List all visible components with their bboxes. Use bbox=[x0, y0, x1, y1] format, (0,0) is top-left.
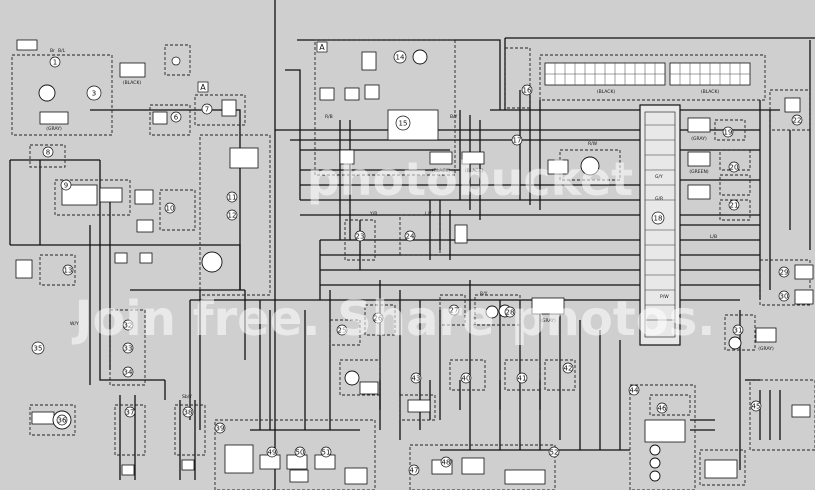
callout-9: 9 bbox=[64, 182, 68, 190]
callout-38: 38 bbox=[184, 409, 193, 417]
callout-49: 49 bbox=[268, 449, 277, 457]
callout-7: 7 bbox=[205, 106, 209, 114]
component-outlines bbox=[11, 39, 815, 490]
wire-label-ry: R/Y bbox=[480, 291, 488, 297]
callout-15: 15 bbox=[399, 120, 408, 128]
label-green-1: (GREEN) bbox=[689, 169, 708, 175]
callout-14: 14 bbox=[396, 54, 405, 62]
callout-23: 23 bbox=[356, 233, 365, 241]
callout-30: 30 bbox=[780, 293, 789, 301]
callout-29: 29 bbox=[780, 269, 789, 277]
label-black-5: (BLACK) bbox=[465, 168, 484, 174]
wire-label-br: Br bbox=[50, 48, 55, 54]
connectors bbox=[15, 39, 814, 485]
wire-label-ly: L/Y bbox=[425, 211, 432, 217]
callout-48: 48 bbox=[442, 459, 451, 467]
label-black-2: (BLACK) bbox=[597, 89, 616, 95]
wire-label-pw: P/W bbox=[660, 294, 669, 300]
callout-25: 25 bbox=[338, 327, 347, 335]
ecu-connector-blocks bbox=[544, 62, 751, 86]
callout-1: 1 bbox=[53, 59, 57, 67]
wire-color-labels: Br B/L R/B B/Y G/Y Y/R L/Y R/W L/B G/R W… bbox=[50, 48, 717, 400]
callout-13: 13 bbox=[64, 267, 73, 275]
callout-37: 37 bbox=[126, 409, 135, 417]
callout-16: 16 bbox=[523, 87, 532, 95]
callout-45: 45 bbox=[752, 403, 761, 411]
callout-43: 43 bbox=[412, 375, 421, 383]
callout-50: 50 bbox=[296, 449, 305, 457]
ecu-module bbox=[639, 104, 681, 346]
wire-label-gy: G/Y bbox=[655, 174, 663, 180]
callout-12: 12 bbox=[228, 212, 237, 220]
wire-label-rw: R/W bbox=[588, 141, 598, 147]
callout-20: 20 bbox=[730, 164, 739, 172]
callout-21: 21 bbox=[730, 202, 739, 210]
callout-11: 11 bbox=[228, 194, 237, 202]
callout-31: 31 bbox=[734, 327, 743, 335]
watermark: photobucket Join free. Share photos. bbox=[71, 152, 715, 347]
callout-8: 8 bbox=[46, 149, 50, 157]
callout-33: 33 bbox=[124, 345, 133, 353]
callout-28: 28 bbox=[506, 309, 515, 317]
callout-39: 39 bbox=[216, 425, 225, 433]
wire-label-gr: G/R bbox=[655, 196, 663, 202]
callout-51: 51 bbox=[322, 449, 331, 457]
wire-label-bl: B/L bbox=[58, 48, 66, 54]
callout-35: 35 bbox=[34, 345, 43, 353]
callout-44: 44 bbox=[630, 387, 639, 395]
label-black-4: (BLACK) bbox=[432, 168, 451, 174]
label-gray-3: (GRAY) bbox=[540, 318, 556, 324]
wire-label-by: B/Y bbox=[450, 114, 458, 120]
callout-52: 52 bbox=[550, 449, 559, 457]
callout-27: 27 bbox=[450, 307, 459, 315]
label-gray-1: (GRAY) bbox=[46, 126, 62, 132]
wire-label-rb: R/B bbox=[325, 114, 333, 120]
wire-label-wy: W/Y bbox=[70, 321, 79, 327]
callout-32: 32 bbox=[124, 322, 133, 330]
callout-22: 22 bbox=[793, 117, 802, 125]
marker-a-top: A bbox=[319, 43, 325, 52]
wire-label-yr: Y/R bbox=[369, 211, 377, 217]
watermark-join-free: Join free. Share photos. bbox=[71, 291, 715, 347]
watermark-photobucket: photobucket bbox=[307, 152, 633, 206]
callout-42: 42 bbox=[564, 365, 573, 373]
label-black-3: (BLACK) bbox=[701, 89, 720, 95]
callout-34: 34 bbox=[124, 369, 133, 377]
marker-a-left: A bbox=[200, 83, 206, 92]
component-callouts: 1 3 6 7 8 9 10 11 12 13 14 15 16 17 18 1… bbox=[31, 50, 803, 476]
label-gray-2: (GRAY) bbox=[691, 136, 707, 142]
wire-label-lb: L/B bbox=[710, 234, 717, 240]
callout-46: 46 bbox=[658, 405, 667, 413]
callout-41: 41 bbox=[518, 375, 527, 383]
connector-color-labels: (BLACK) (BLACK) (BLACK) (BLACK) (BLACK) … bbox=[46, 80, 774, 352]
callout-40: 40 bbox=[462, 375, 471, 383]
callout-17: 17 bbox=[513, 137, 522, 145]
wire-label-sby: Sb/Y bbox=[182, 394, 192, 400]
callout-36: 36 bbox=[58, 417, 67, 425]
callout-24: 24 bbox=[406, 233, 415, 241]
callout-26: 26 bbox=[374, 315, 383, 323]
label-black-1: (BLACK) bbox=[123, 80, 142, 86]
label-gray-4: (GRAY) bbox=[758, 346, 774, 352]
section-markers: A A bbox=[197, 41, 328, 93]
callout-47: 47 bbox=[410, 467, 419, 475]
callout-18: 18 bbox=[654, 215, 663, 223]
callout-19: 19 bbox=[724, 129, 733, 137]
callout-3: 3 bbox=[92, 90, 96, 98]
callout-6: 6 bbox=[174, 114, 179, 122]
callout-10: 10 bbox=[166, 205, 175, 213]
